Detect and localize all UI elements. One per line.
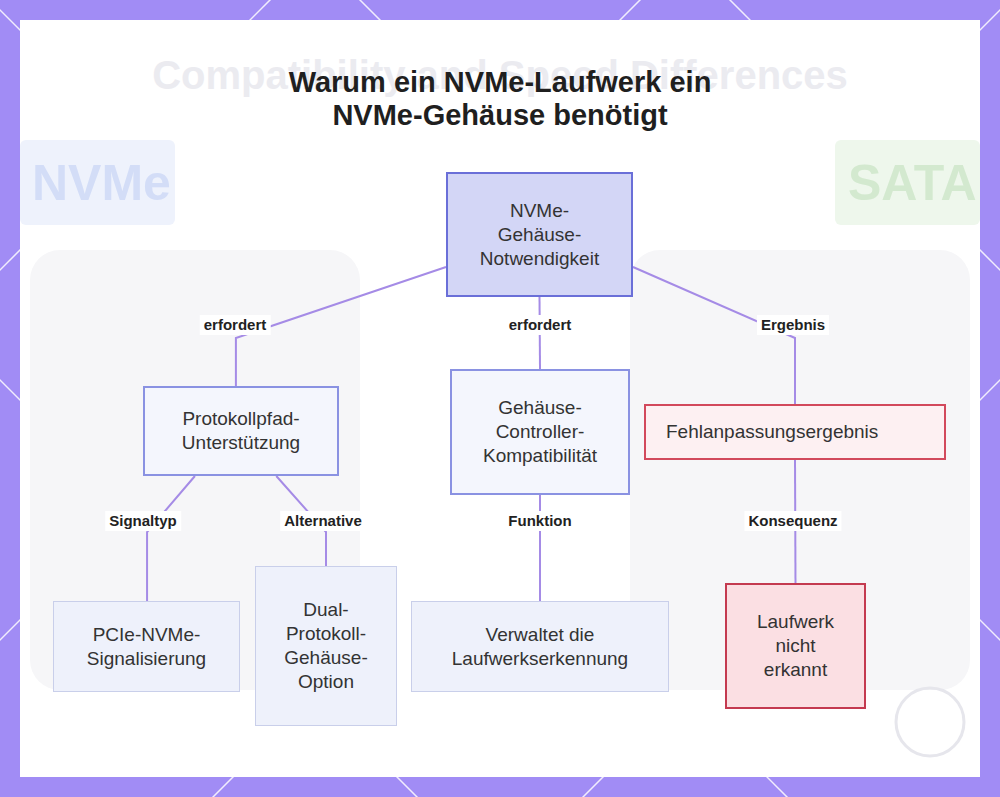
detail-box: Dual-Protokoll-Gehäuse-Option xyxy=(255,566,397,726)
faint-badge xyxy=(20,140,175,225)
detail-box: Verwaltet die Laufwerkserkennung xyxy=(411,601,669,692)
box-text: Verwaltet die Laufwerkserkennung xyxy=(425,623,655,671)
edge-label: Alternative xyxy=(280,511,366,531)
panel xyxy=(20,20,980,777)
edge-label: erfordert xyxy=(505,315,576,335)
connector-line xyxy=(147,476,195,601)
consequence-box: Laufwerk nicht erkannt xyxy=(725,583,866,709)
box-text: Dual-Protokoll-Gehäuse-Option xyxy=(274,598,379,694)
requirement-box: Protokollpfad-Unterstützung xyxy=(143,386,339,476)
detail-box: PCIe-NVMe-Signalisierung xyxy=(53,601,240,692)
faint-badge xyxy=(835,140,980,225)
result-box: Fehlanpassungsergebnis xyxy=(644,404,946,460)
edge-label: Ergebnis xyxy=(757,315,829,335)
edge-label: Konsequenz xyxy=(744,511,841,531)
box-text: Fehlanpassungsergebnis xyxy=(666,420,928,444)
watermark-text: SATA xyxy=(848,158,977,208)
watermark-text: NVMe xyxy=(32,158,171,208)
diagram-title: Warum ein NVMe-Laufwerk ein NVMe-Gehäuse… xyxy=(270,66,730,132)
requirement-box: Gehäuse-Controller-Kompatibilität xyxy=(450,369,630,495)
root-box: NVMe-Gehäuse-Notwendigkeit xyxy=(446,172,633,297)
box-text: Laufwerk nicht erkannt xyxy=(743,610,848,682)
box-text: Protokollpfad-Unterstützung xyxy=(156,407,326,455)
box-text: PCIe-NVMe-Signalisierung xyxy=(64,623,229,671)
edge-label: Funktion xyxy=(504,511,575,531)
edge-label: erfordert xyxy=(200,315,271,335)
connector-line xyxy=(633,267,795,404)
edge-label: Signaltyp xyxy=(105,511,181,531)
faint-logo xyxy=(896,688,964,756)
faint-device xyxy=(630,250,970,690)
box-text: NVMe-Gehäuse-Notwendigkeit xyxy=(475,199,605,271)
box-text: Gehäuse-Controller-Kompatibilität xyxy=(465,396,615,468)
